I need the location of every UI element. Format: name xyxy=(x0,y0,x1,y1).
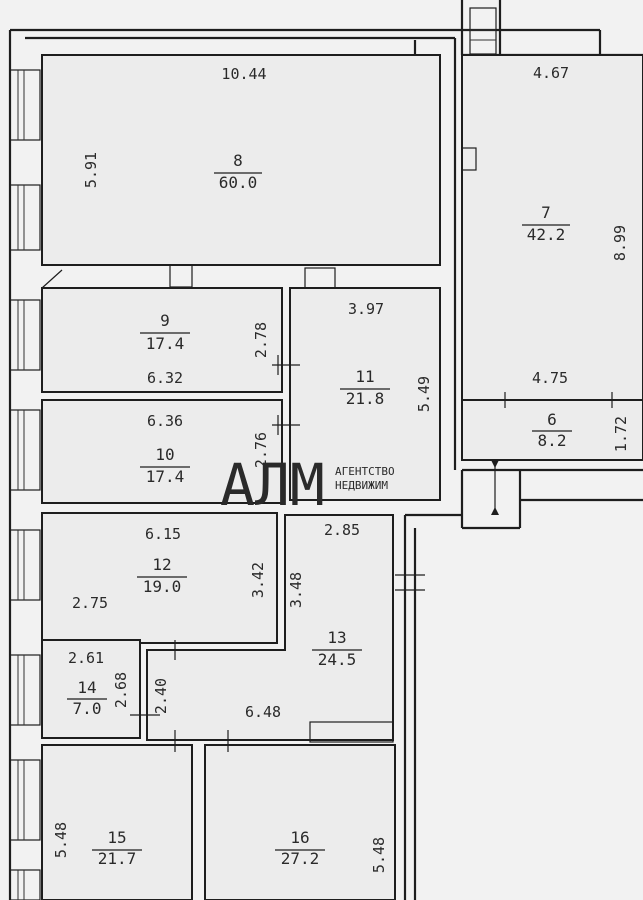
dimension-labels: 10.44 5.91 4.67 8.99 3.97 2.78 6.32 5.49… xyxy=(52,64,630,873)
room-9-outline xyxy=(41,287,283,393)
dim-room14-height: 2.68 xyxy=(112,672,130,708)
watermark-logo: АЛМ xyxy=(220,451,325,519)
room-12-number: 12 xyxy=(152,555,171,574)
doors-and-partitions xyxy=(41,147,613,752)
room-10-area: 17.4 xyxy=(146,467,185,486)
dim-room13-height: 3.48 xyxy=(287,572,305,608)
room-13-number: 13 xyxy=(327,628,346,647)
room-13-area: 24.5 xyxy=(318,650,357,669)
dim-room10-height: 2.76 xyxy=(252,432,270,468)
dim-room8-height: 5.91 xyxy=(82,152,100,188)
room-6-area: 8.2 xyxy=(538,431,567,450)
room-6-number: 6 xyxy=(547,410,557,429)
dim-room6-height: 1.72 xyxy=(612,416,630,452)
room-11-outline xyxy=(289,287,441,501)
dim-room16-height: 5.48 xyxy=(370,837,388,873)
dim-room7-height: 8.99 xyxy=(611,225,629,261)
dim-room7-bottom: 4.75 xyxy=(532,369,568,387)
dim-room15-height: 5.48 xyxy=(52,822,70,858)
dim-room13-left: 2.40 xyxy=(152,678,170,714)
room-16-outline xyxy=(204,744,396,900)
room-labels: 8 60.0 7 42.2 9 17.4 11 21.8 10 17.4 6 8… xyxy=(67,151,572,868)
dim-room11-height: 5.49 xyxy=(415,376,433,412)
room-outlines xyxy=(41,54,643,900)
room-6-outline xyxy=(461,399,643,461)
dim-room12-height: 3.42 xyxy=(249,562,267,598)
room-10-number: 10 xyxy=(155,445,174,464)
room-7-number: 7 xyxy=(541,203,551,222)
dim-room13-width: 2.85 xyxy=(324,521,360,539)
room-11-number: 11 xyxy=(355,367,374,386)
watermark-line2: НЕДВИЖИМ xyxy=(335,479,388,492)
room-12-area: 19.0 xyxy=(143,577,182,596)
room-9-area: 17.4 xyxy=(146,334,185,353)
room-12-outline xyxy=(41,512,278,644)
dim-room12-width: 6.15 xyxy=(145,525,181,543)
room-14-outline xyxy=(41,639,141,739)
room-8-outline xyxy=(41,54,441,266)
room-11-area: 21.8 xyxy=(346,389,385,408)
room-7-area: 42.2 xyxy=(527,225,566,244)
left-facade-windows xyxy=(9,7,497,900)
dim-room9-width: 6.32 xyxy=(147,369,183,387)
room-8-area: 60.0 xyxy=(219,173,258,192)
dim-room11-width: 3.97 xyxy=(348,300,384,318)
agency-watermark: АЛМ АГЕНТСТВО НЕДВИЖИМ xyxy=(220,451,395,519)
dim-room7-width: 4.67 xyxy=(533,64,569,82)
dim-room8-width: 10.44 xyxy=(221,65,266,83)
watermark-line1: АГЕНТСТВО xyxy=(335,465,395,478)
dim-room14-width: 2.61 xyxy=(68,649,104,667)
dim-room10-width: 6.36 xyxy=(147,412,183,430)
room-7-outline xyxy=(461,54,643,401)
room-14-number: 14 xyxy=(77,678,96,697)
room-10-outline xyxy=(41,399,283,504)
room-13-outline xyxy=(146,514,394,741)
room-16-number: 16 xyxy=(290,828,309,847)
room-15-outline xyxy=(41,744,193,900)
room-16-area: 27.2 xyxy=(281,849,320,868)
dim-room9-height: 2.78 xyxy=(252,322,270,358)
dim-room12-bottom: 2.75 xyxy=(72,594,108,612)
room-8-number: 8 xyxy=(233,151,243,170)
room-15-number: 15 xyxy=(107,828,126,847)
room-14-area: 7.0 xyxy=(73,699,102,718)
room-9-number: 9 xyxy=(160,311,170,330)
dim-room13-bottom: 6.48 xyxy=(245,703,281,721)
room-15-area: 21.7 xyxy=(98,849,137,868)
